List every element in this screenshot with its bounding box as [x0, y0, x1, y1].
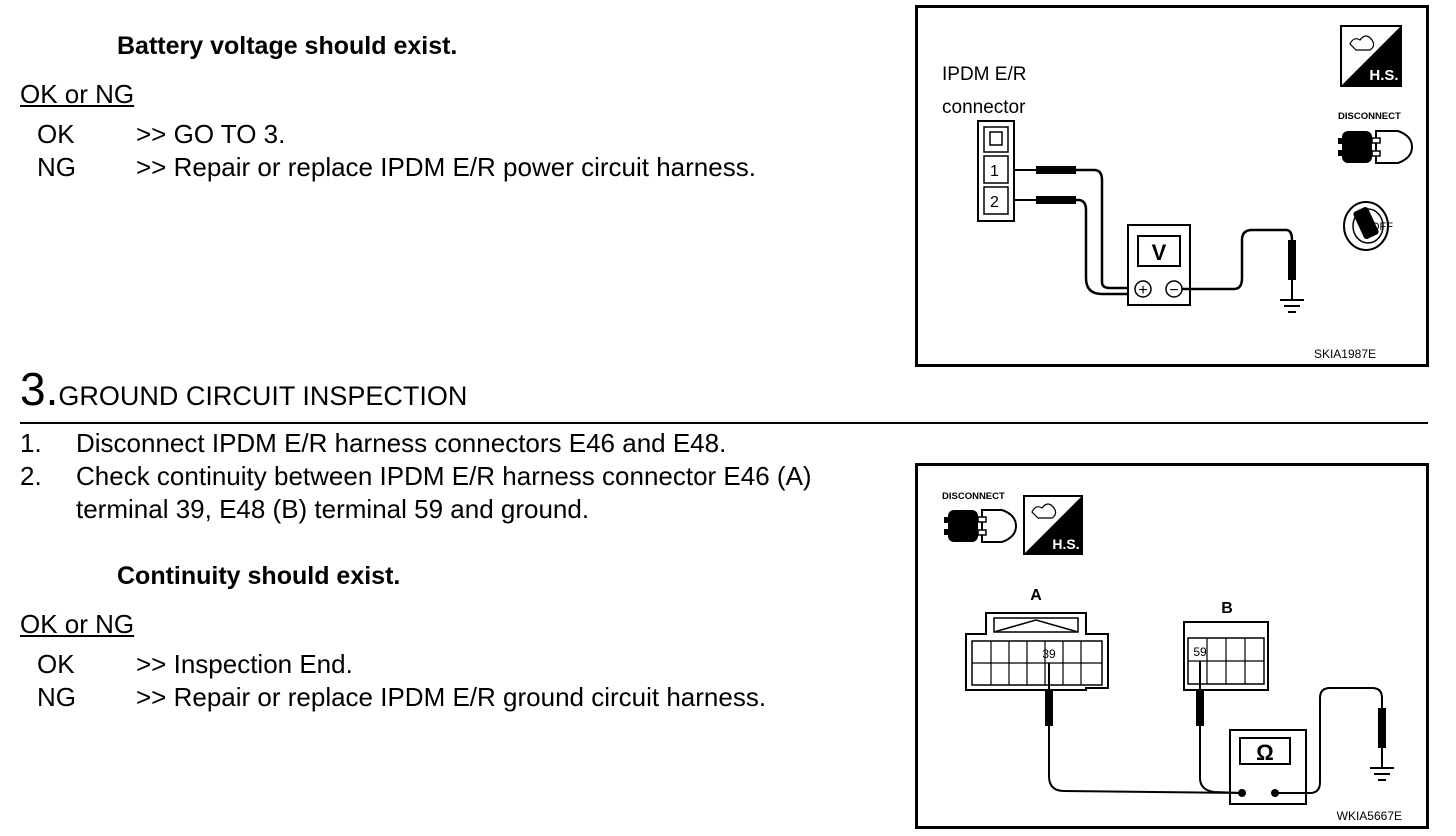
plus-terminal — [1134, 280, 1152, 298]
step-title: GROUND CIRCUIT INSPECTION — [58, 381, 468, 411]
spec-continuity: Continuity should exist. — [117, 562, 401, 590]
figure-code: WKIA5667E — [1337, 809, 1402, 823]
connector-label-line2: connector — [942, 97, 1026, 118]
probe-terminal-59 — [1196, 690, 1204, 726]
connector-label-line1: IPDM E/R — [942, 64, 1026, 85]
voltmeter-symbol: V — [1152, 240, 1167, 265]
svg-text:DISCONNECT: DISCONNECT — [1338, 111, 1401, 122]
figure-code: SKIA1987E — [1314, 347, 1376, 361]
svg-text:OFF: OFF — [1371, 221, 1393, 233]
lead-terminal-39 — [1048, 726, 1243, 794]
voltage-check-diagram: IPDM E/R connector 1 2 V + − — [942, 25, 1414, 361]
hs-icon: H.S. — [1023, 495, 1083, 555]
instruction-2-text-line2: terminal 39, E48 (B) terminal 59 and gro… — [76, 494, 590, 524]
ok-or-ng-heading-2: OK or NG — [20, 609, 135, 639]
terminal-59-label: 59 — [1193, 645, 1207, 659]
step-heading: 3. GROUND CIRCUIT INSPECTION — [20, 362, 467, 416]
svg-text:−: − — [1169, 282, 1178, 299]
spec-battery-voltage: Battery voltage should exist. — [117, 32, 458, 60]
terminal-1-label: 1 — [990, 163, 999, 180]
connector-a-label: A — [1030, 587, 1042, 604]
ok-result-2: >> Inspection End. — [136, 649, 353, 679]
hs-icon: H.S. — [1340, 25, 1402, 87]
terminal-39-label: 39 — [1042, 647, 1056, 661]
ground-probe — [1378, 708, 1386, 748]
svg-text:H.S.: H.S. — [1369, 67, 1398, 84]
probe-positive — [1036, 166, 1076, 174]
instruction-2-text-line1: Check continuity between IPDM E/R harnes… — [76, 461, 812, 491]
ng-label: NG — [37, 152, 76, 182]
svg-text:+: + — [1138, 282, 1147, 299]
ground-lead — [1275, 687, 1383, 794]
figure-continuity-check: DISCONNECT H.S. A — [915, 463, 1429, 829]
svg-text:DISCONNECT: DISCONNECT — [942, 491, 1005, 502]
instruction-1-number: 1. — [20, 428, 42, 458]
ok-or-ng-heading: OK or NG — [20, 79, 135, 109]
lead-terminal-59 — [1199, 726, 1243, 794]
ground-probe — [1288, 240, 1296, 280]
ok-label-2: OK — [37, 649, 75, 679]
figure-voltage-check: IPDM E/R connector 1 2 V + − — [915, 5, 1429, 367]
terminal-2-label: 2 — [990, 194, 999, 211]
connector-b-label: B — [1221, 600, 1233, 617]
disconnect-icon: DISCONNECT — [942, 491, 1018, 543]
disconnect-icon: DISCONNECT — [1338, 111, 1414, 164]
ignition-off-icon: OFF — [1343, 201, 1393, 251]
instruction-2-number: 2. — [20, 461, 42, 491]
ground-symbol — [1280, 299, 1304, 313]
ok-result: >> GO TO 3. — [136, 119, 286, 149]
ng-result: >> Repair or replace IPDM E/R power circ… — [136, 152, 756, 182]
ng-result-2: >> Repair or replace IPDM E/R ground cir… — [136, 682, 767, 712]
ohmmeter-symbol: Ω — [1256, 740, 1274, 765]
continuity-check-diagram: DISCONNECT H.S. A — [942, 491, 1402, 823]
lead-positive — [1076, 168, 1128, 290]
ground-symbol — [1370, 767, 1394, 781]
ground-lead — [1182, 228, 1294, 291]
ok-label: OK — [37, 119, 75, 149]
instruction-1-text: Disconnect IPDM E/R harness connectors E… — [76, 428, 727, 458]
heading-rule — [20, 422, 1428, 424]
step-number: 3. — [20, 363, 59, 415]
svg-text:H.S.: H.S. — [1052, 536, 1079, 552]
connector-a — [965, 612, 1109, 691]
terminal-2-cavity — [983, 186, 1009, 215]
lead-negative — [1076, 198, 1128, 296]
terminal-1-cavity — [983, 155, 1009, 184]
ng-label-2: NG — [37, 682, 76, 712]
probe-negative — [1036, 196, 1076, 204]
probe-terminal-39 — [1045, 690, 1053, 726]
